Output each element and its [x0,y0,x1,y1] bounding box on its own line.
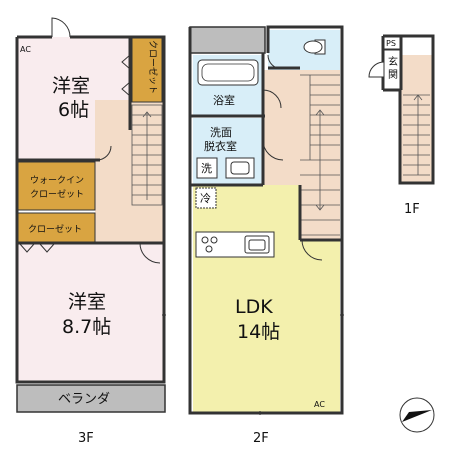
bathtub-icon [197,59,259,86]
floor-1f-label: 1F [404,202,420,217]
door-2f-bath [262,89,282,109]
door-2f-wash [262,139,284,161]
bedroom-6-size: 6帖 [58,99,89,121]
floor-2f-label: 2F [253,431,269,446]
washer-icon [196,157,218,179]
stairs-1f [403,94,430,176]
closet-top-label: クローゼット [147,40,159,94]
walkin-closet-label-2: クローゼット [30,188,84,200]
ps-label: PS [386,39,396,48]
door-3f-bedroom [139,242,161,264]
walkin-closet-label-1: ウォークイン [30,175,84,186]
ldk-name: LDK [235,296,273,318]
toilet-room [268,30,340,70]
door-3f-walkin [96,145,112,161]
door-2f-ldk [301,239,323,261]
walls-1f [381,34,435,185]
balcony [16,384,166,413]
stairs-2f [300,74,340,236]
windows-2f [225,290,344,415]
bedroom-8-size: 8.7帖 [62,316,111,338]
bathtub-inner-icon [201,63,255,82]
entrance-label-1: 玄 [388,55,398,68]
floor-3f-label: 3F [78,431,94,446]
ldk-size: 14帖 [237,321,280,343]
fridge-icon [195,187,217,209]
washroom-label-1: 洗面 [210,126,232,139]
ac-label-2f: AC [314,400,325,409]
washer-label: 洗 [201,162,212,175]
bath-label: 浴室 [213,93,235,107]
door-3f-top [51,17,71,38]
floor-1f: PS 玄 関 1F [368,34,435,217]
door-2f-toilet [267,54,283,70]
walls-2f [188,25,344,415]
compass-icon [399,397,435,433]
stairs-3f [131,104,163,206]
bedroom-8-room [17,244,165,382]
floor-3f: クローゼット ウォークイン クローゼット クローゼット [15,17,166,446]
stove-icon [201,236,218,253]
washroom-label-2: 脱衣室 [204,139,237,153]
closet-mid-label: クローゼット [28,223,82,235]
floor-2f: 浴室 洗面 脱衣室 洗 冷 [188,25,344,446]
bedroom-6-name: 洋室 [52,75,90,97]
kitchen-sink-icon [244,235,270,254]
fridge-label: 冷 [200,192,211,205]
closet-top [131,36,163,103]
stairs-1f-area [400,55,432,183]
walls-3f [15,35,166,384]
ac-label-3f: AC [20,45,31,54]
sink-icon [225,157,255,179]
top-band-2f [189,26,266,54]
bedroom-8-name: 洋室 [68,291,106,313]
closet-marks-3f [19,54,131,253]
entrance-label-2: 関 [388,69,398,81]
windows-3f [60,300,166,383]
door-1f-entrance [368,61,385,78]
balcony-label: ベランダ [58,392,110,407]
walkin-closet [16,161,96,211]
toilet-icon [303,39,326,55]
